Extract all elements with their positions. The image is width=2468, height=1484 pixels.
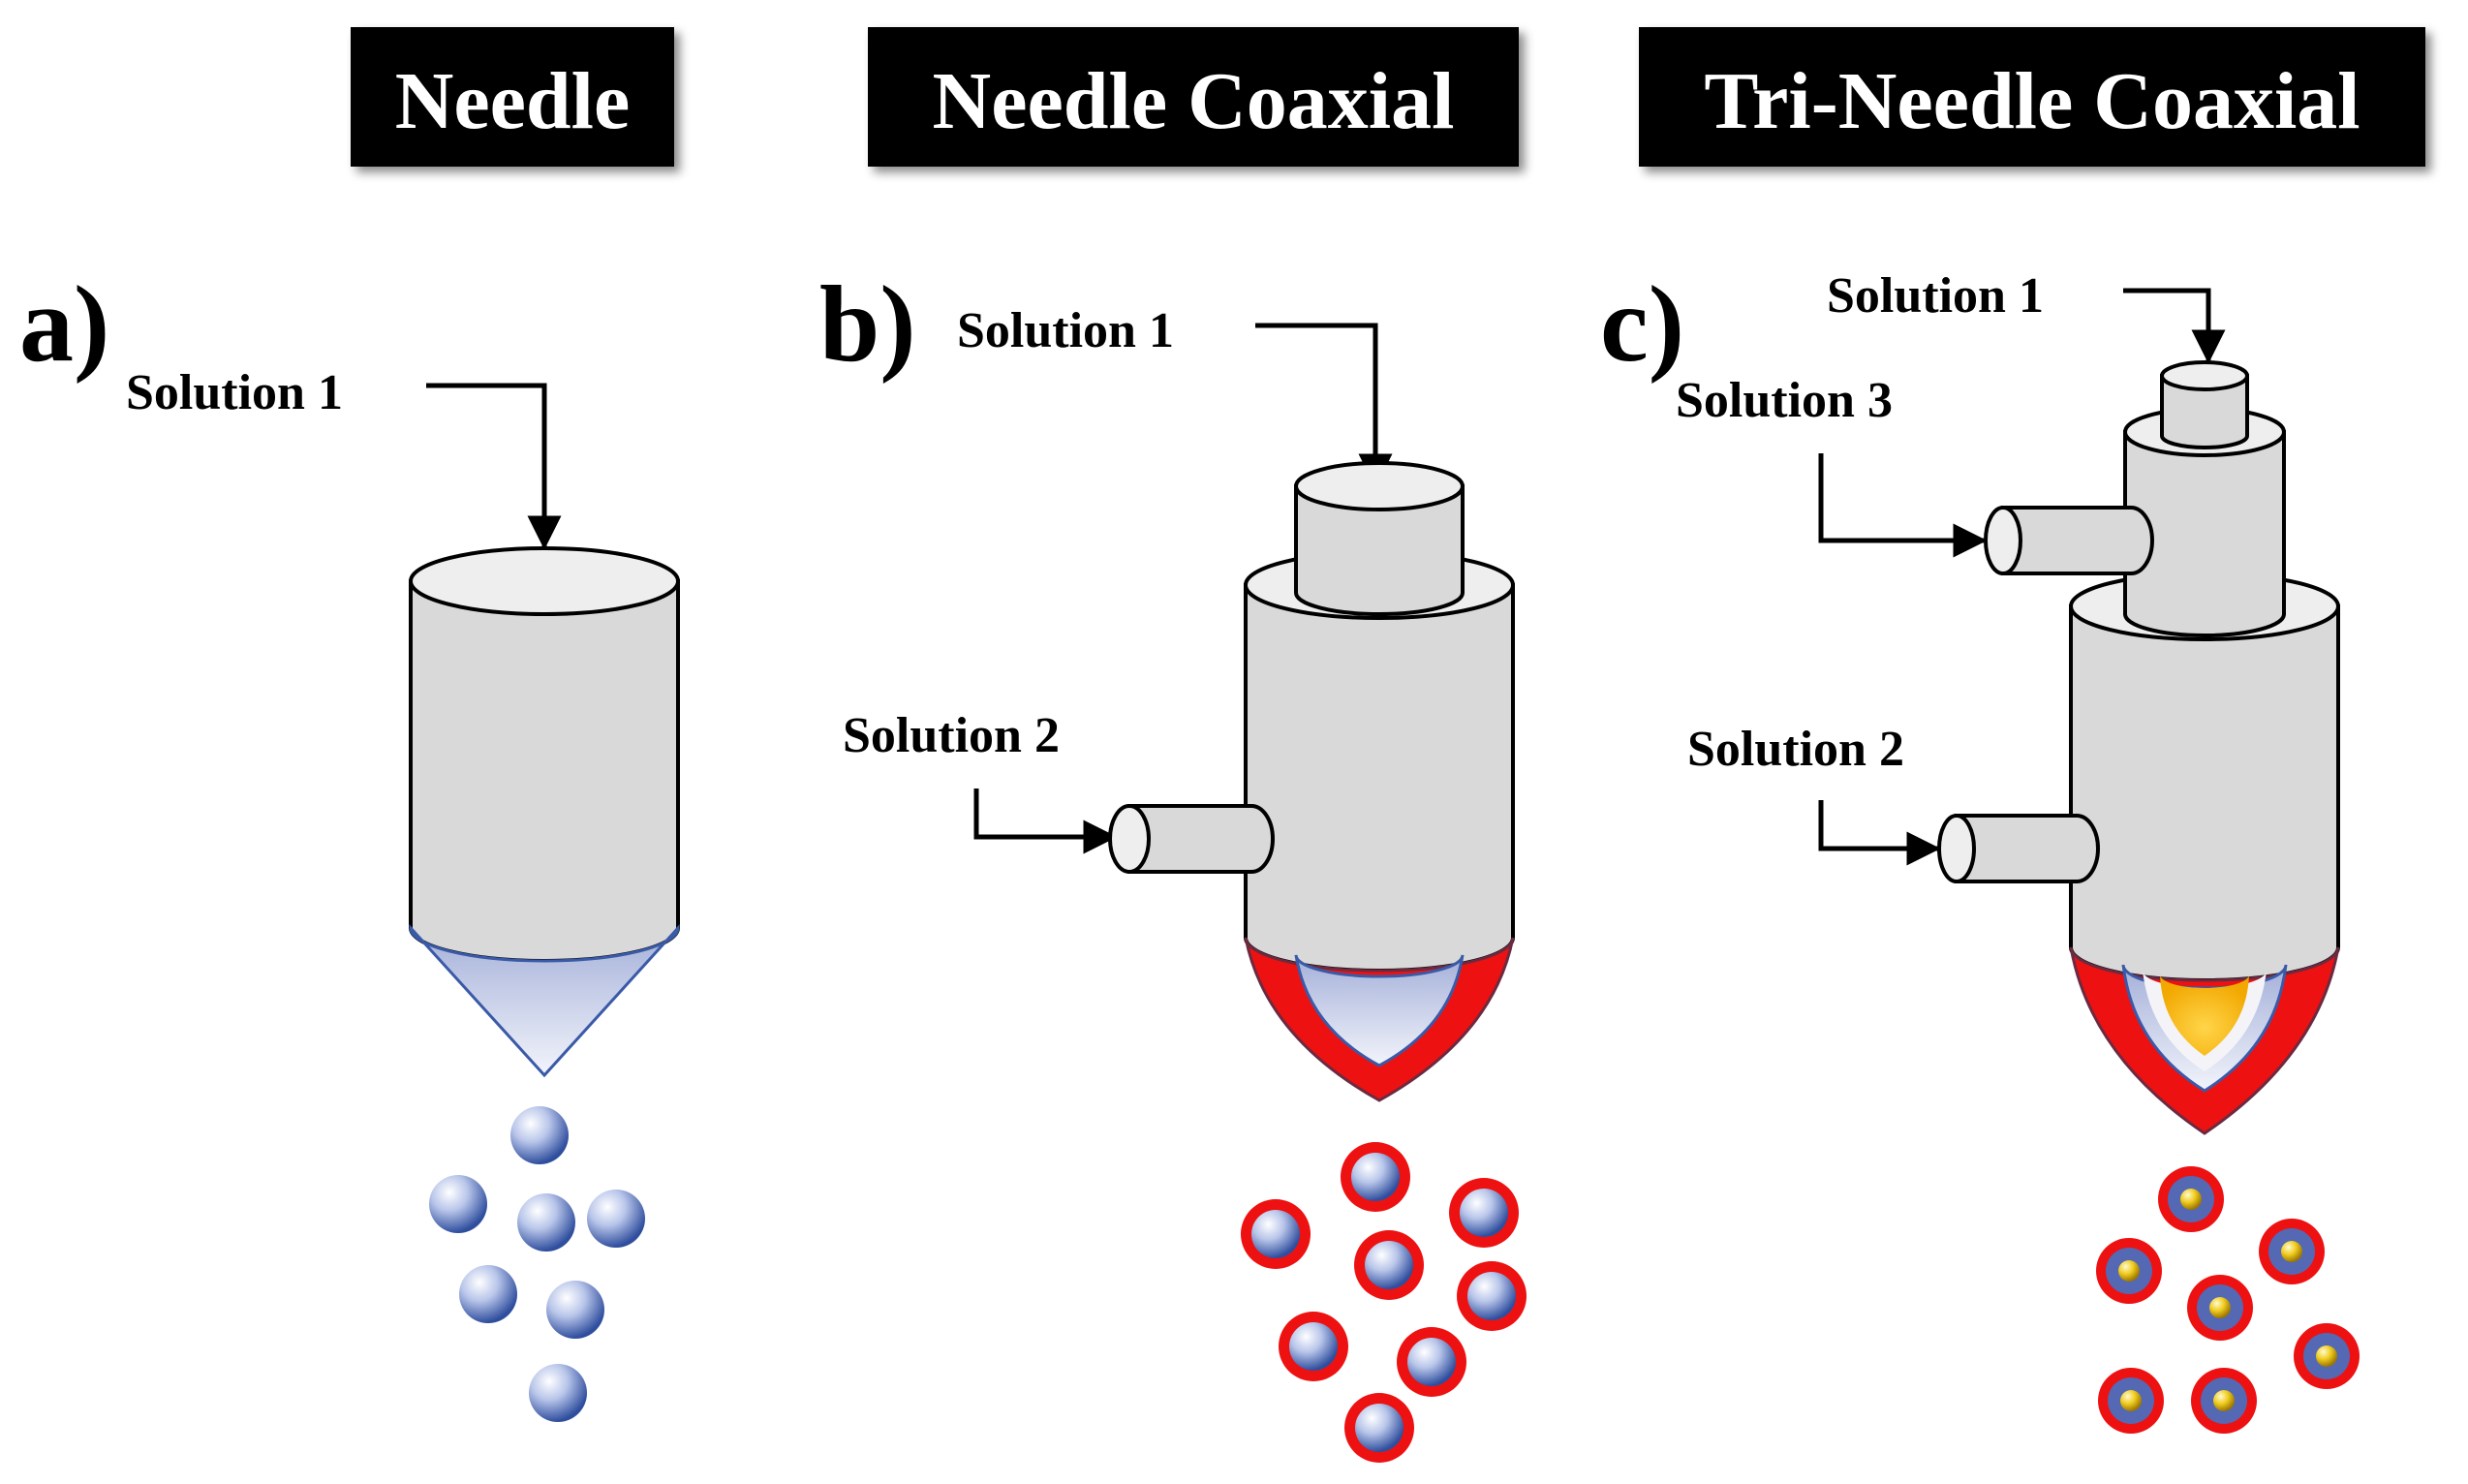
particle-c [2294, 1323, 2360, 1389]
header-needle-coaxial: Needle Coaxial [868, 27, 1519, 167]
particle-b [1354, 1230, 1424, 1300]
header-tri-needle-coaxial: Tri-Needle Coaxial [1639, 27, 2425, 167]
needle-c-core-cone [2160, 974, 2249, 1056]
particle-a [517, 1193, 575, 1252]
panel-c-solution-3-arrow [1818, 453, 1988, 558]
panel-a-label: a) [19, 264, 109, 385]
particle-a [459, 1265, 517, 1323]
panel-a-solution-1-label: Solution 1 [126, 365, 343, 420]
panel-b-solution-2-arrow [973, 788, 1118, 854]
particle-c [2158, 1166, 2224, 1232]
panel-c-solution-3-label: Solution 3 [1676, 373, 1893, 428]
panel-b-solution-2-label: Solution 2 [843, 708, 1060, 763]
panel-a-solution-1-arrow [426, 383, 562, 550]
particle-a [529, 1364, 587, 1422]
particle-b [1449, 1178, 1519, 1248]
needle-b-core-cone [1294, 954, 1465, 1067]
particles-c [2096, 1166, 2360, 1434]
particle-b [1241, 1199, 1311, 1269]
needle-a [409, 546, 680, 1078]
panel-c: c) Solution 1 Solution 3 Solution 2 [1600, 264, 2360, 1434]
particle-a [587, 1190, 645, 1248]
particle-b [1279, 1312, 1348, 1381]
needle-c [1937, 360, 2340, 1135]
panel-b-solution-1-label: Solution 1 [957, 303, 1174, 358]
particle-c [2187, 1275, 2253, 1341]
particle-c [2098, 1368, 2164, 1434]
panel-b-label: b) [819, 264, 916, 385]
panel-b-solution-1-arrow [1255, 323, 1393, 488]
particle-c [2259, 1219, 2325, 1284]
particle-c [2191, 1368, 2257, 1434]
particle-b [1344, 1393, 1414, 1463]
panel-a: a) Solution 1 [19, 264, 680, 1422]
particle-b [1397, 1327, 1466, 1397]
particle-a [546, 1281, 604, 1339]
header-needle-coaxial-text: Needle Coaxial [933, 56, 1455, 146]
panel-c-solution-1-arrow [2123, 288, 2226, 364]
panel-c-label: c) [1600, 264, 1684, 385]
panel-b: b) Solution 1 Solution 2 [819, 264, 1527, 1463]
particle-b [1341, 1142, 1410, 1212]
panel-c-solution-2-label: Solution 2 [1687, 722, 1904, 777]
particle-a [510, 1106, 569, 1164]
particle-b [1457, 1261, 1527, 1331]
particles-b [1241, 1142, 1527, 1463]
particles-a [429, 1106, 645, 1422]
particle-a [429, 1175, 487, 1233]
header-needle: Needle [351, 27, 674, 167]
needle-b [1108, 461, 1515, 1102]
particle-c [2096, 1238, 2162, 1304]
panel-c-solution-1-label: Solution 1 [1827, 268, 2044, 324]
header-tri-needle-coaxial-text: Tri-Needle Coaxial [1704, 56, 2360, 146]
header-needle-text: Needle [395, 56, 631, 146]
needle-a-cone [409, 924, 680, 1078]
panel-c-solution-2-arrow [1818, 800, 1941, 866]
